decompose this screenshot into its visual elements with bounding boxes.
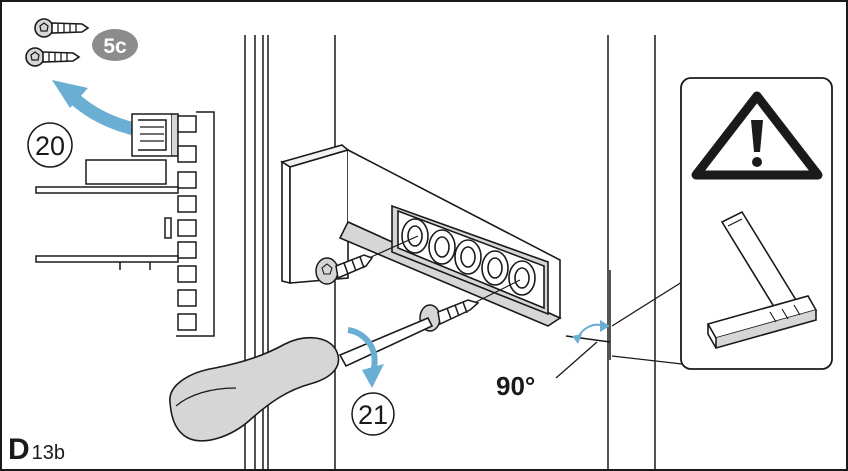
step-21-label: 21 xyxy=(358,400,388,430)
curved-arrow-icon xyxy=(347,327,384,388)
screwdriver-icon xyxy=(169,316,434,442)
curved-arrow-icon xyxy=(52,80,140,137)
screw-icon xyxy=(315,254,374,285)
angle-label: 90° xyxy=(496,371,535,401)
step-20-marker: 20 xyxy=(27,122,73,168)
screw-icon xyxy=(25,47,81,67)
step-badge: 5c xyxy=(92,29,138,61)
cabinet-edge-rail xyxy=(176,111,215,337)
step-20-label: 20 xyxy=(35,131,65,161)
cabinet-edge-slots xyxy=(177,115,197,331)
warning-triangle-icon xyxy=(691,91,823,180)
removed-screws xyxy=(25,18,90,67)
callout-lines xyxy=(611,281,683,365)
shelf-lines xyxy=(35,159,179,270)
screw-icon xyxy=(419,299,480,332)
figure-subscript: 13b xyxy=(32,442,65,464)
step-21-marker: 21 xyxy=(351,392,395,436)
bracket-slots xyxy=(401,218,536,296)
carpenter-square-icon xyxy=(706,210,818,350)
figure-letter: D xyxy=(8,433,30,466)
screw-icon xyxy=(34,18,90,38)
right-angle-indicator: 90° xyxy=(496,270,611,401)
hinge-bracket-detail xyxy=(131,113,179,157)
step-badge-label: 5c xyxy=(103,35,127,58)
